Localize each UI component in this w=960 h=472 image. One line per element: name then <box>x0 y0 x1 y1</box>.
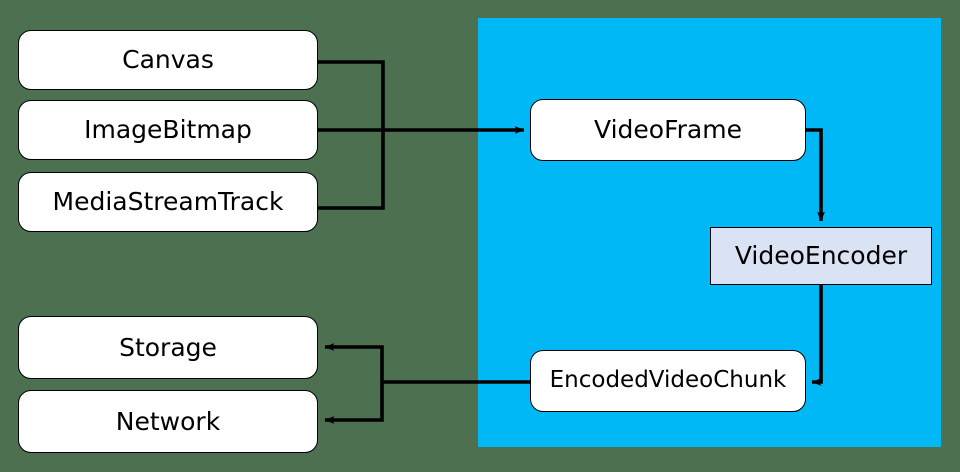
node-video-frame-label: VideoFrame <box>594 115 742 145</box>
node-media-stream-track-label: MediaStreamTrack <box>52 187 284 217</box>
node-video-frame[interactable]: VideoFrame <box>530 99 806 161</box>
edge-videoframe-to-videoencoder <box>806 128 825 222</box>
node-image-bitmap-label: ImageBitmap <box>84 115 252 145</box>
node-encoded-video-chunk[interactable]: EncodedVideoChunk <box>530 350 806 412</box>
node-storage-label: Storage <box>119 332 217 362</box>
edge-videoencoder-to-encodedvideochunk <box>811 285 823 386</box>
node-encoded-video-chunk-label: EncodedVideoChunk <box>549 367 787 394</box>
node-network[interactable]: Network <box>18 390 318 453</box>
node-storage[interactable]: Storage <box>18 316 318 379</box>
node-network-label: Network <box>115 406 221 436</box>
edge-chunk-to-storage <box>324 343 384 382</box>
node-video-encoder-label: VideoEncoder <box>734 241 908 271</box>
node-canvas-label: Canvas <box>122 45 214 75</box>
node-image-bitmap[interactable]: ImageBitmap <box>18 100 318 160</box>
edge-chunk-to-network <box>324 382 384 424</box>
node-media-stream-track[interactable]: MediaStreamTrack <box>18 172 318 232</box>
node-canvas[interactable]: Canvas <box>18 30 318 90</box>
edge-sources-bus <box>318 60 385 210</box>
node-video-encoder[interactable]: VideoEncoder <box>710 227 932 285</box>
